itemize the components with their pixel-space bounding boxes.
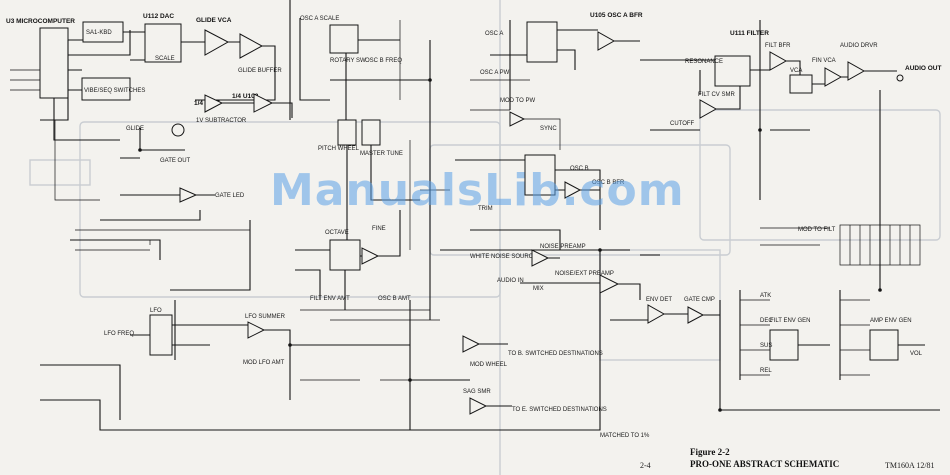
audio-in-label: AUDIO IN	[497, 278, 524, 284]
lfo-summer-label: LFO SUMMER	[245, 314, 286, 320]
sync-label: SYNC	[540, 126, 557, 132]
figure-number: Figure 2-2	[690, 447, 730, 457]
osc-b-freq-label: OSC B FREQ	[365, 58, 402, 64]
env-det-block: ENV DET GATE CMP	[610, 297, 720, 324]
dec-label: DEC	[760, 318, 773, 324]
env-det-label: ENV DET	[646, 297, 672, 303]
dest2-label: TO E. SWITCHED DESTINATIONS	[512, 407, 607, 413]
glide-buffer-label: GLIDE BUFFER	[238, 68, 282, 74]
resonance-label: RESONANCE	[685, 59, 723, 65]
page-number: 2-4	[640, 461, 651, 470]
ext-preamp-label: NOISE/EXT PREAMP	[555, 271, 614, 277]
fine-label: FINE	[372, 226, 386, 232]
lfo-label: LFO	[150, 308, 162, 314]
figure-title: PRO-ONE ABSTRACT SCHEMATIC	[690, 459, 839, 469]
vol-label: VOL	[910, 351, 923, 357]
env-gen-block: FILT ENV GEN AMP ENV GEN ATK DEC SUS REL…	[719, 290, 940, 411]
pitch-block: ROTARY SW OSC A SCALE PITCH WHEEL MASTER…	[289, 0, 450, 310]
filt-bfr-label: FILT BFR	[765, 43, 791, 49]
u111-label: U111 FILTER	[730, 30, 769, 37]
filt-env-gen-label: FILT ENV GEN	[770, 318, 810, 324]
sus-label: SUS	[760, 343, 772, 349]
watermark: ManualsLib.com	[270, 165, 685, 216]
dac-scale-label: SCALE	[155, 56, 175, 62]
noise-preamp-label: NOISE PREAMP	[540, 244, 586, 250]
glide-vca-label: GLIDE VCA	[196, 17, 232, 24]
u3-block: U3 MICROCOMPUTER SA1-KBD VIBE/SEQ SWITCH…	[6, 18, 145, 201]
trim-label: TRIM	[478, 206, 493, 212]
fin-vca-label: FIN VCA	[812, 58, 836, 64]
doc-code: TM160A 12/81	[885, 461, 935, 470]
junction-dots	[138, 78, 882, 412]
mod-to-pw-label: MOD TO PW	[500, 98, 535, 104]
osc-a-label: OSC A	[485, 31, 503, 37]
v-subtractor-label: 1V SUBTRACTOR	[196, 118, 247, 124]
kbd-label: SA1-KBD	[86, 30, 112, 36]
osc-a-scale-label: OSC A SCALE	[300, 16, 339, 22]
audio-drvr-label: AUDIO DRVR	[840, 43, 878, 49]
u103-label: 1/4 U103	[232, 93, 259, 100]
sag-smr-label: SAG SMR	[463, 389, 491, 395]
osc-b-bfr-label: OSC B BFR	[592, 180, 625, 186]
gate-out-label: GATE OUT	[160, 158, 191, 164]
lfo-freq-label: LFO FREQ	[104, 331, 134, 337]
audio-out-label: AUDIO OUT	[905, 65, 942, 72]
caption: Figure 2-2 PRO-ONE ABSTRACT SCHEMATIC 2-…	[640, 447, 935, 470]
lfo-block: LFO LFO FREQ LFO SUMMER MOD LFO AMT FILT…	[40, 250, 650, 439]
octave-label: OCTAVE	[325, 230, 349, 236]
rel-label: REL	[760, 368, 772, 374]
dest1-label: TO B. SWITCHED DESTINATIONS	[508, 351, 603, 357]
u3-label: U3 MICROCOMPUTER	[6, 18, 75, 25]
u112-label: U112 DAC	[143, 13, 174, 20]
keyboard-icon	[839, 224, 921, 266]
master-tune-label: MASTER TUNE	[360, 151, 403, 157]
mod-wheel-label: MOD WHEEL	[470, 362, 508, 368]
filt-env-amt-label: FILT ENV AMT	[310, 296, 350, 302]
u105-label: U105 OSC A BFR	[590, 12, 643, 19]
vca-label: VCA	[790, 68, 802, 74]
matched-label: MATCHED TO 1%	[600, 433, 650, 439]
osc-a-pw-label: OSC A PW	[480, 70, 510, 76]
gate-led-label: GATE LED	[215, 193, 245, 199]
pitch-wheel-label: PITCH WHEEL	[318, 146, 360, 152]
oscillator-block: U105 OSC A BFR OSC A OSC A PW MOD TO PW …	[429, 12, 643, 320]
osc-b-amt-label: OSC B AMT	[378, 296, 411, 302]
cutoff-label: CUTOFF	[670, 121, 695, 127]
mix-label: MIX	[533, 286, 544, 292]
switches-label: VIBE/SEQ SWITCHES	[84, 88, 145, 94]
filt-cv-smr-label: FILT CV SMR	[698, 92, 735, 98]
atk-label: ATK	[760, 293, 771, 299]
gate-cmp-label: GATE CMP	[684, 297, 715, 303]
glide-knob-label: GLIDE	[126, 126, 144, 132]
dac-glide-block: U112 DAC SCALE GLIDE VCA GLIDE BUFFER 1/…	[70, 13, 293, 291]
amp-env-gen-label: AMP ENV GEN	[870, 318, 912, 324]
osc-b-label: OSC B	[570, 166, 589, 172]
white-noise-label: WHITE NOISE SOURCE	[470, 254, 537, 260]
filter-vca-block: U111 FILTER RESONANCE FILT BFR FILT CV S…	[640, 20, 942, 290]
rotary-sw-label: ROTARY SW	[330, 58, 366, 64]
mod-lfo-amt-label: MOD LFO AMT	[243, 360, 285, 366]
mod-to-filt-label: MOD TO FILT	[798, 227, 836, 233]
noise-block: WHITE NOISE SOURCE NOISE PREAMP NOISE/EX…	[470, 244, 660, 300]
